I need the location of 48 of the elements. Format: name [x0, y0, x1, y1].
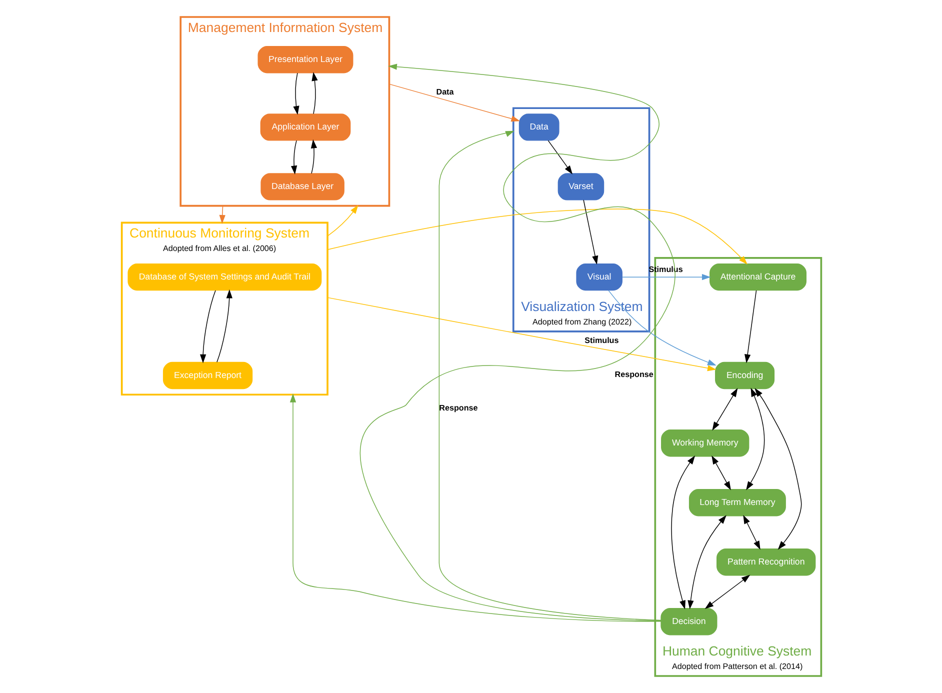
arrow [622, 274, 710, 280]
edge-label: Stimulus [584, 336, 618, 346]
node-box: Attentional Capture [709, 263, 806, 291]
node-box: Encoding [714, 362, 774, 390]
node-box: Working Memory [660, 430, 749, 457]
arrow [326, 204, 358, 236]
arrow [199, 290, 216, 364]
node-box: Decision [660, 608, 717, 636]
arrow [744, 290, 756, 364]
arrow [360, 64, 675, 622]
node-label: Adopted from Zhang (2022) [532, 318, 632, 327]
node-box: Long Term Memory [688, 489, 786, 516]
edge-label: Response [614, 370, 653, 379]
arrow [438, 130, 661, 621]
node-box: Application Layer [260, 114, 350, 141]
arrow [687, 515, 726, 610]
node-box: Pattern Recognition [716, 548, 816, 576]
arrow [704, 574, 750, 609]
node-box: Exception Report [162, 362, 252, 390]
arrow [582, 200, 598, 265]
edge-label: Data [436, 88, 454, 97]
node-box: Varset [557, 173, 604, 200]
arrow [754, 388, 802, 550]
node-label: Adopted from Patterson et al. (2014) [672, 662, 802, 672]
arrow [310, 139, 317, 174]
arrow [711, 455, 730, 490]
node-box: Database of System Settings and Audit Trail [127, 263, 322, 291]
arrow [290, 140, 297, 175]
node-box: Database Layer [260, 173, 344, 200]
arrow [216, 289, 232, 362]
node-box: Visual [576, 263, 622, 291]
node-box: Presentation Layer [257, 46, 353, 74]
arrow [608, 290, 716, 366]
arrow [712, 388, 738, 431]
arrow [388, 84, 520, 122]
node-label: Adopted from Alles et al. (2006) [162, 244, 276, 254]
arrow [746, 388, 764, 490]
arrow [742, 514, 760, 550]
arrow [670, 456, 695, 610]
node-box: Data [518, 114, 559, 141]
arrow [218, 205, 225, 224]
arrow [292, 72, 299, 115]
arrow [289, 394, 661, 622]
edge-label: Response [438, 404, 478, 413]
arrow [547, 140, 572, 174]
arrow [311, 72, 318, 114]
arrow [326, 297, 716, 372]
arrow [326, 208, 747, 265]
